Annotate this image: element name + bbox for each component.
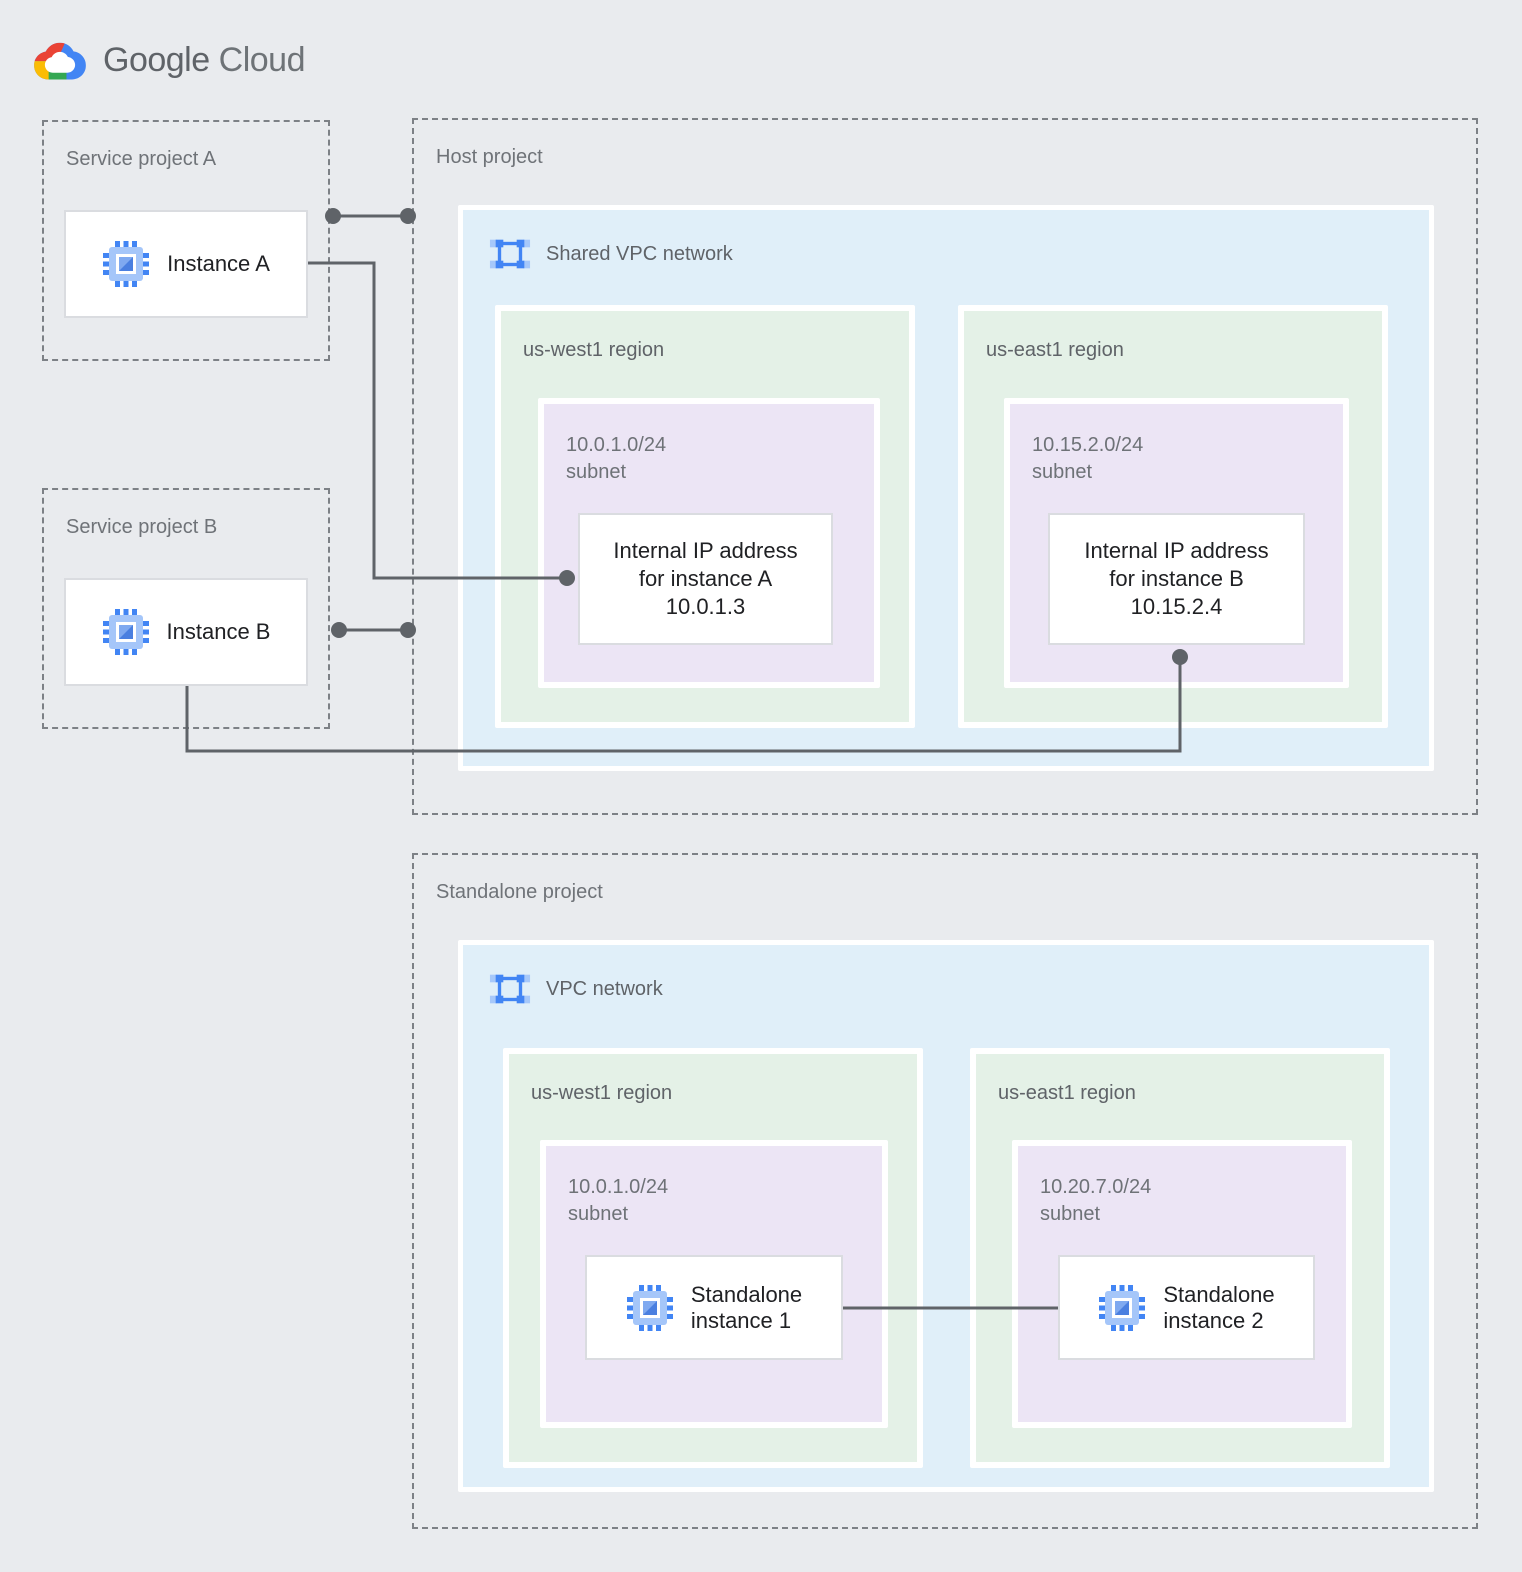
- compute-engine-chip-icon: [626, 1284, 673, 1331]
- shared-vpc-header: Shared VPC network: [489, 234, 733, 274]
- standalone-instance-2-line1: Standalone: [1163, 1281, 1275, 1307]
- internal-ip-instance-a-card: Internal IP address for instance A 10.0.…: [578, 513, 833, 645]
- host-subnet-west-label: 10.0.1.0/24 subnet: [566, 432, 666, 486]
- ip-a-line3: 10.0.1.3: [665, 594, 746, 619]
- standalone-instance-2-label: Standalone instance 2: [1163, 1282, 1274, 1334]
- ip-b-line2: for instance B: [1109, 566, 1244, 591]
- compute-engine-chip-icon: [102, 609, 149, 655]
- standalone-subnet-east-word: subnet: [1040, 1203, 1101, 1225]
- standalone-instance-1-line1: Standalone: [690, 1281, 803, 1307]
- host-subnet-east-cidr: 10.15.2.0/24: [1032, 434, 1144, 456]
- shared-vpc-network-label: Shared VPC network: [546, 242, 733, 265]
- standalone-subnet-west-cidr: 10.0.1.0/24: [568, 1176, 669, 1198]
- standalone-subnet-west-word: subnet: [568, 1203, 629, 1225]
- service-project-a-box: Service project A: [42, 120, 330, 361]
- instance-b-label: Instance B: [166, 619, 271, 644]
- host-project-label: Host project: [436, 146, 543, 168]
- connector-endpoint-dot: [331, 622, 347, 638]
- standalone-instance-2-card: Standalone instance 2: [1058, 1255, 1315, 1360]
- host-subnet-east-label: 10.15.2.0/24 subnet: [1032, 432, 1143, 486]
- instance-a-label: Instance A: [167, 251, 270, 276]
- host-region-us-west1-label: us-west1 region: [523, 339, 665, 361]
- ip-b-line1: Internal IP address: [1084, 538, 1269, 563]
- vpc-network-box: VPC network us-west1 region 10.0.1.0/24 …: [458, 940, 1434, 1492]
- vpc-network-icon: [489, 239, 531, 269]
- vpc-network-icon: [489, 974, 531, 1004]
- instance-b-card: Instance B: [64, 578, 308, 686]
- standalone-instance-1-line2: instance 1: [690, 1307, 792, 1333]
- host-region-us-east1-label: us-east1 region: [986, 339, 1124, 361]
- standalone-region-us-west1-label: us-west1 region: [531, 1082, 673, 1104]
- host-subnet-west-cidr: 10.0.1.0/24: [566, 434, 667, 456]
- standalone-subnet-east-cidr: 10.20.7.0/24: [1040, 1176, 1152, 1198]
- standalone-instance-2-line2: instance 2: [1163, 1307, 1264, 1333]
- ip-b-line3: 10.15.2.4: [1130, 594, 1223, 619]
- standalone-subnet-west-label: 10.0.1.0/24 subnet: [568, 1174, 668, 1228]
- standalone-instance-1-card: Standalone instance 1: [585, 1255, 843, 1360]
- host-subnet-east-word: subnet: [1032, 461, 1093, 483]
- host-project-box: Host project Shared VPC network us-west1…: [412, 118, 1478, 815]
- logo-brand: Google: [103, 40, 210, 79]
- compute-engine-chip-icon: [1099, 1284, 1146, 1331]
- vpc-network-label: VPC network: [546, 977, 663, 1000]
- logo-product: Cloud: [218, 40, 306, 79]
- host-subnet-west-word: subnet: [566, 461, 627, 483]
- ip-a-line1: Internal IP address: [613, 538, 798, 563]
- service-project-a-label: Service project A: [66, 148, 217, 170]
- vpc-network-header: VPC network: [489, 969, 663, 1009]
- standalone-region-us-east1-label: us-east1 region: [998, 1082, 1136, 1104]
- standalone-instance-1-label: Standalone instance 1: [691, 1282, 802, 1334]
- compute-engine-chip-icon: [103, 241, 150, 287]
- instance-a-card: Instance A: [64, 210, 308, 318]
- ip-a-line2: for instance A: [638, 566, 773, 591]
- standalone-subnet-east-label: 10.20.7.0/24 subnet: [1040, 1174, 1151, 1228]
- shared-vpc-network-box: Shared VPC network us-west1 region 10.0.…: [458, 205, 1434, 771]
- google-cloud-logo-icon: [34, 42, 86, 80]
- internal-ip-instance-b-card: Internal IP address for instance B 10.15…: [1048, 513, 1305, 645]
- service-project-b-label: Service project B: [66, 516, 218, 538]
- standalone-project-box: Standalone project VPC network us-west1 …: [412, 853, 1478, 1529]
- standalone-project-label: Standalone project: [436, 881, 603, 903]
